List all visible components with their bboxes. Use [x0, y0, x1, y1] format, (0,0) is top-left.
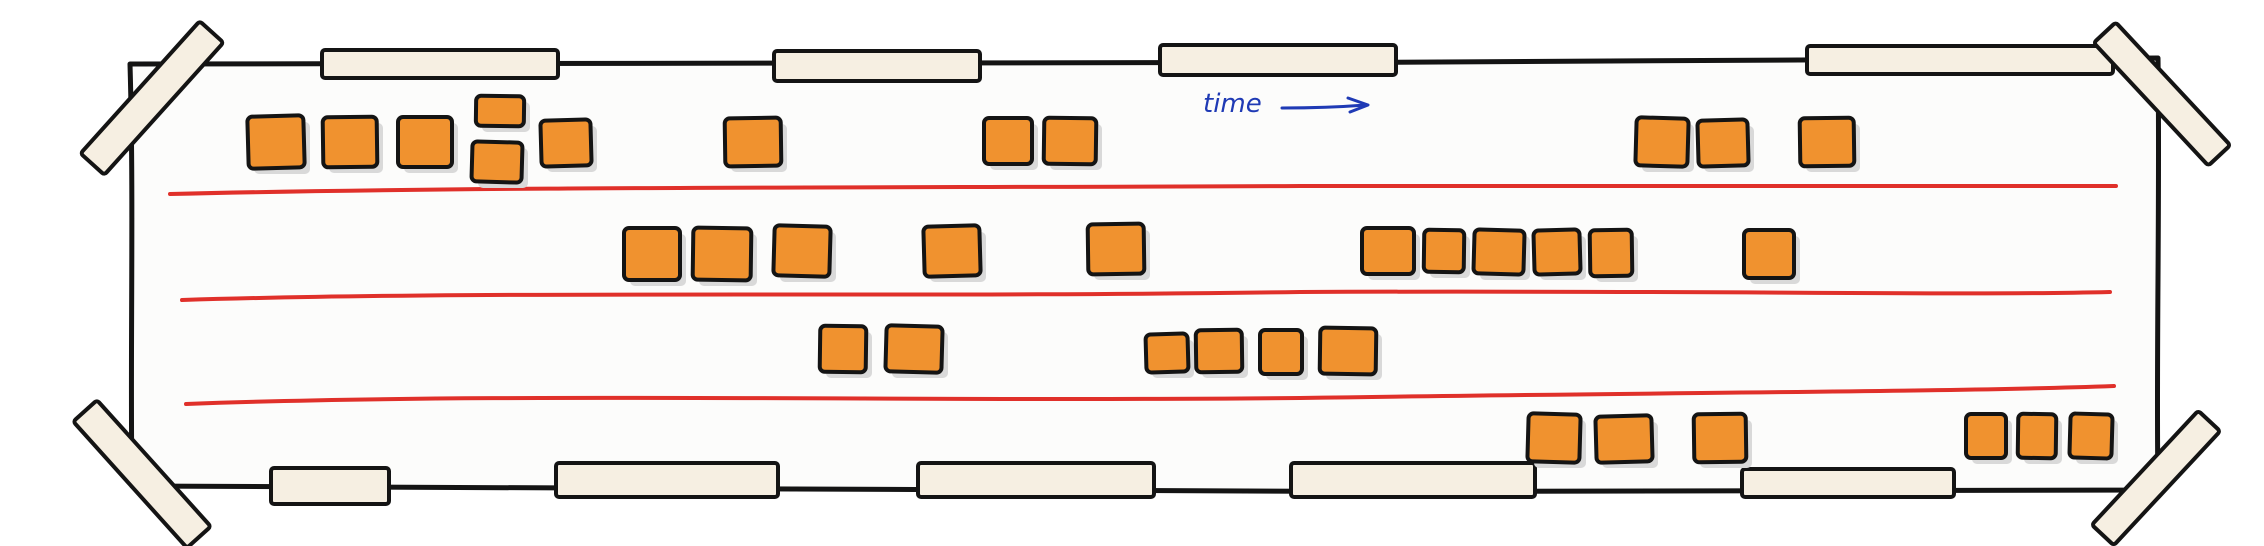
box-body [1421, 227, 1467, 275]
box-icon [982, 116, 1038, 170]
box-icon [1360, 226, 1420, 280]
box-body [1797, 115, 1857, 169]
lane-divider-line [184, 384, 2116, 406]
tape-icon [269, 466, 391, 506]
box-body [538, 117, 594, 169]
box-icon [1691, 411, 1752, 468]
tape-icon [1805, 44, 2115, 76]
box-icon [1964, 412, 2012, 464]
box-icon [469, 139, 528, 188]
box-body [883, 323, 945, 375]
box-icon [396, 115, 458, 173]
box-body [1317, 325, 1379, 377]
box-body [2067, 411, 2115, 461]
tape-icon [1740, 467, 1956, 499]
tape-icon [772, 49, 982, 83]
box-body [1593, 413, 1655, 465]
box-icon [538, 117, 597, 172]
box-icon [690, 225, 757, 286]
box-body [1258, 328, 1304, 376]
time-label: time [1203, 89, 1262, 119]
box-icon [1633, 115, 1694, 172]
box-body [1525, 411, 1583, 465]
box-icon [771, 223, 836, 282]
box-icon [1525, 411, 1586, 468]
box-body [1041, 115, 1099, 167]
box-body [722, 115, 784, 169]
tape-icon [72, 399, 212, 546]
box-body [1085, 221, 1147, 277]
box-icon [1593, 413, 1658, 468]
box-icon [2067, 411, 2118, 464]
box-body [245, 113, 307, 171]
box-icon [1421, 227, 1470, 278]
box-body [1471, 227, 1527, 277]
tape-icon [2092, 21, 2232, 167]
box-body [2015, 411, 2059, 461]
tape-icon [1289, 461, 1537, 499]
box-icon [622, 226, 686, 286]
box-body [1531, 227, 1583, 277]
lane-divider-line [180, 289, 2112, 302]
box-icon [1587, 227, 1638, 282]
box-body [921, 223, 983, 279]
box-icon [1695, 117, 1754, 172]
box-icon [1531, 227, 1586, 280]
box-icon [883, 323, 948, 378]
box-icon [1471, 227, 1530, 280]
box-icon [722, 115, 787, 172]
tape-icon [79, 20, 225, 176]
box-body [1587, 227, 1635, 279]
box-body [473, 93, 527, 129]
tape-icon [2091, 409, 2221, 546]
tape-icon [1158, 43, 1398, 77]
box-icon [1317, 325, 1382, 380]
tape-icon [320, 48, 560, 80]
box-body [320, 114, 380, 170]
task-boxes [245, 93, 2118, 468]
box-body [396, 115, 454, 169]
box-icon [2015, 411, 2062, 464]
box-icon [1742, 228, 1800, 284]
box-body [817, 323, 869, 375]
box-icon [1085, 221, 1150, 280]
box-icon [473, 93, 530, 132]
box-body [1691, 411, 1749, 465]
lane-divider-line [168, 183, 2118, 196]
box-icon [245, 113, 310, 174]
box-icon [1797, 115, 1860, 172]
box-icon [1258, 328, 1308, 380]
box-body [1742, 228, 1796, 280]
box-body [1360, 226, 1416, 276]
box-body [982, 116, 1034, 166]
box-body [771, 223, 833, 279]
arrow-right-icon [1346, 96, 1370, 114]
box-body [1633, 115, 1691, 169]
box-body [1695, 117, 1751, 169]
tape-icon [554, 461, 780, 499]
box-body [690, 225, 754, 283]
box-body [622, 226, 682, 282]
box-body [469, 139, 525, 185]
box-icon [817, 323, 872, 378]
box-body [1193, 327, 1245, 375]
arrow-right-icon [1280, 103, 1368, 110]
box-icon [1143, 331, 1194, 378]
box-body [1143, 331, 1191, 375]
box-body [1964, 412, 2008, 460]
box-icon [1193, 327, 1248, 378]
box-icon [1041, 115, 1102, 170]
box-icon [921, 223, 986, 282]
tape-strips [72, 20, 2232, 546]
box-icon [320, 114, 383, 173]
tape-icon [916, 461, 1156, 499]
